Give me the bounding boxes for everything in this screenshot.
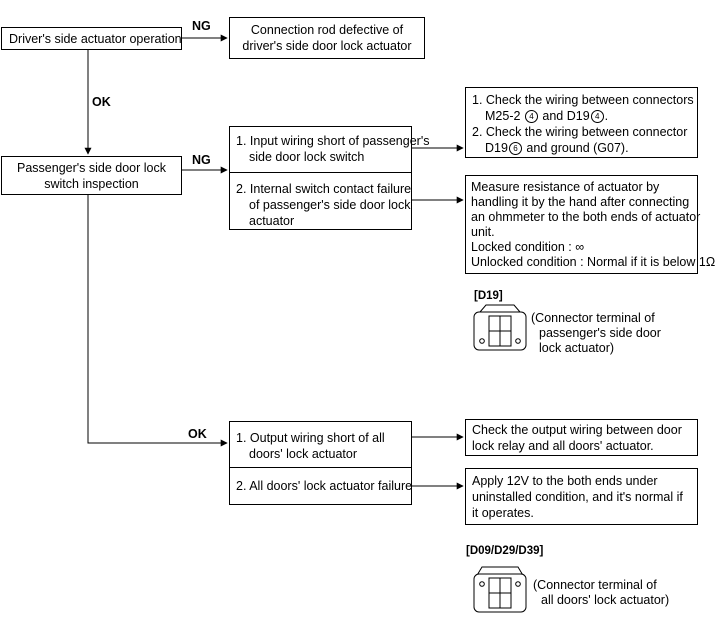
cause2-line1: 2. Internal switch contact failure — [236, 182, 412, 196]
arrow-ok-cause3 — [87, 186, 228, 447]
measure-resistance-box: Measure resistance of actuator by handli… — [465, 175, 715, 274]
cause-divider-2 — [230, 467, 411, 468]
rod-defect-line2: driver's side door lock actuator — [242, 39, 412, 53]
cause2-line2: of passenger's side door lock — [249, 198, 411, 212]
check1-line3: 2. Check the wiring between connector — [472, 125, 688, 139]
passenger-inspection-line1: Passenger's side door lock — [17, 161, 166, 175]
label-ok-2: OK — [188, 427, 207, 441]
period: . — [604, 109, 609, 123]
rod-defect-box: Connection rod defective of driver's sid… — [229, 17, 425, 59]
d19-caption-2: passenger's side door — [539, 326, 661, 340]
d09-title: [D09/D29/D39] — [466, 545, 544, 557]
cause-divider-1 — [230, 172, 411, 173]
cause-group-1: 1. Input wiring short of passenger's sid… — [229, 126, 429, 230]
d09-connector-icon — [473, 566, 527, 613]
driver-actuator-box: Driver's side actuator operation — [1, 27, 182, 50]
connector-d19: D19 — [485, 141, 508, 155]
cause3-line2: doors' lock actuator — [249, 447, 357, 461]
terminal-6-circle: 6 — [508, 142, 522, 156]
check2-line2: lock relay and all doors' actuator. — [472, 439, 654, 453]
passenger-inspection-line2: switch inspection — [44, 177, 139, 191]
apply-line2: uninstalled condition, and it's normal i… — [472, 490, 683, 504]
apply-line1: Apply 12V to the both ends under — [472, 474, 658, 488]
label-ng-1: NG — [192, 19, 211, 33]
d09-caption-1: (Connector terminal of — [533, 578, 657, 592]
cause1-line1: 1. Input wiring short of passenger's — [236, 134, 430, 148]
measure-line1: Measure resistance of actuator by — [471, 180, 660, 194]
rod-defect-line1: Connection rod defective of — [250, 23, 404, 37]
measure-line2: handling it by the hand after connecting — [471, 195, 690, 209]
flow-lines — [84, 34, 464, 490]
cause2-line3: actuator — [249, 214, 295, 228]
measure-line5: Locked condition : ∞ — [471, 240, 585, 254]
check-output-box: Check the output wiring between door loc… — [465, 419, 698, 456]
d19-caption-3: lock actuator) — [539, 341, 615, 355]
driver-actuator-label: Driver's side actuator operation — [9, 32, 182, 46]
measure-line6: Unlocked condition : Normal if it is bel… — [471, 255, 715, 269]
apply-12v-box: Apply 12V to the both ends under uninsta… — [465, 468, 698, 525]
check-wiring-box: 1. Check the wiring between connectors M… — [465, 87, 698, 158]
d09-caption-2: all doors' lock actuator) — [541, 593, 670, 607]
ground-text: and ground (G07). — [526, 141, 629, 155]
measure-line3: an ohmmeter to the both ends of actuator — [471, 210, 701, 224]
apply-line3: it operates. — [472, 506, 534, 520]
passenger-inspection-box: Passenger's side door lock switch inspec… — [1, 156, 182, 195]
check2-line1: Check the output wiring between door — [472, 423, 682, 437]
terminal-4-circle: 4 — [524, 110, 538, 124]
terminal-4-circle: 4 — [590, 110, 604, 124]
cause1-line2: side door lock switch — [249, 150, 365, 164]
label-ok-1: OK — [92, 95, 111, 109]
cause4-line1: 2. All doors' lock actuator failure — [236, 479, 413, 493]
cause3-line1: 1. Output wiring short of all — [236, 431, 385, 445]
d19-title: [D19] — [474, 290, 503, 302]
d19-connector-icon — [473, 304, 527, 351]
label-ng-2: NG — [192, 153, 211, 167]
cause-group-2: 1. Output wiring short of all doors' loc… — [229, 421, 412, 505]
connector-d19: and D19 — [542, 109, 590, 123]
connector-m25-2: M25-2 — [485, 109, 521, 123]
measure-line4: unit. — [471, 225, 495, 239]
check1-line1: 1. Check the wiring between connectors — [472, 93, 694, 107]
d19-caption-1: (Connector terminal of — [531, 311, 655, 325]
